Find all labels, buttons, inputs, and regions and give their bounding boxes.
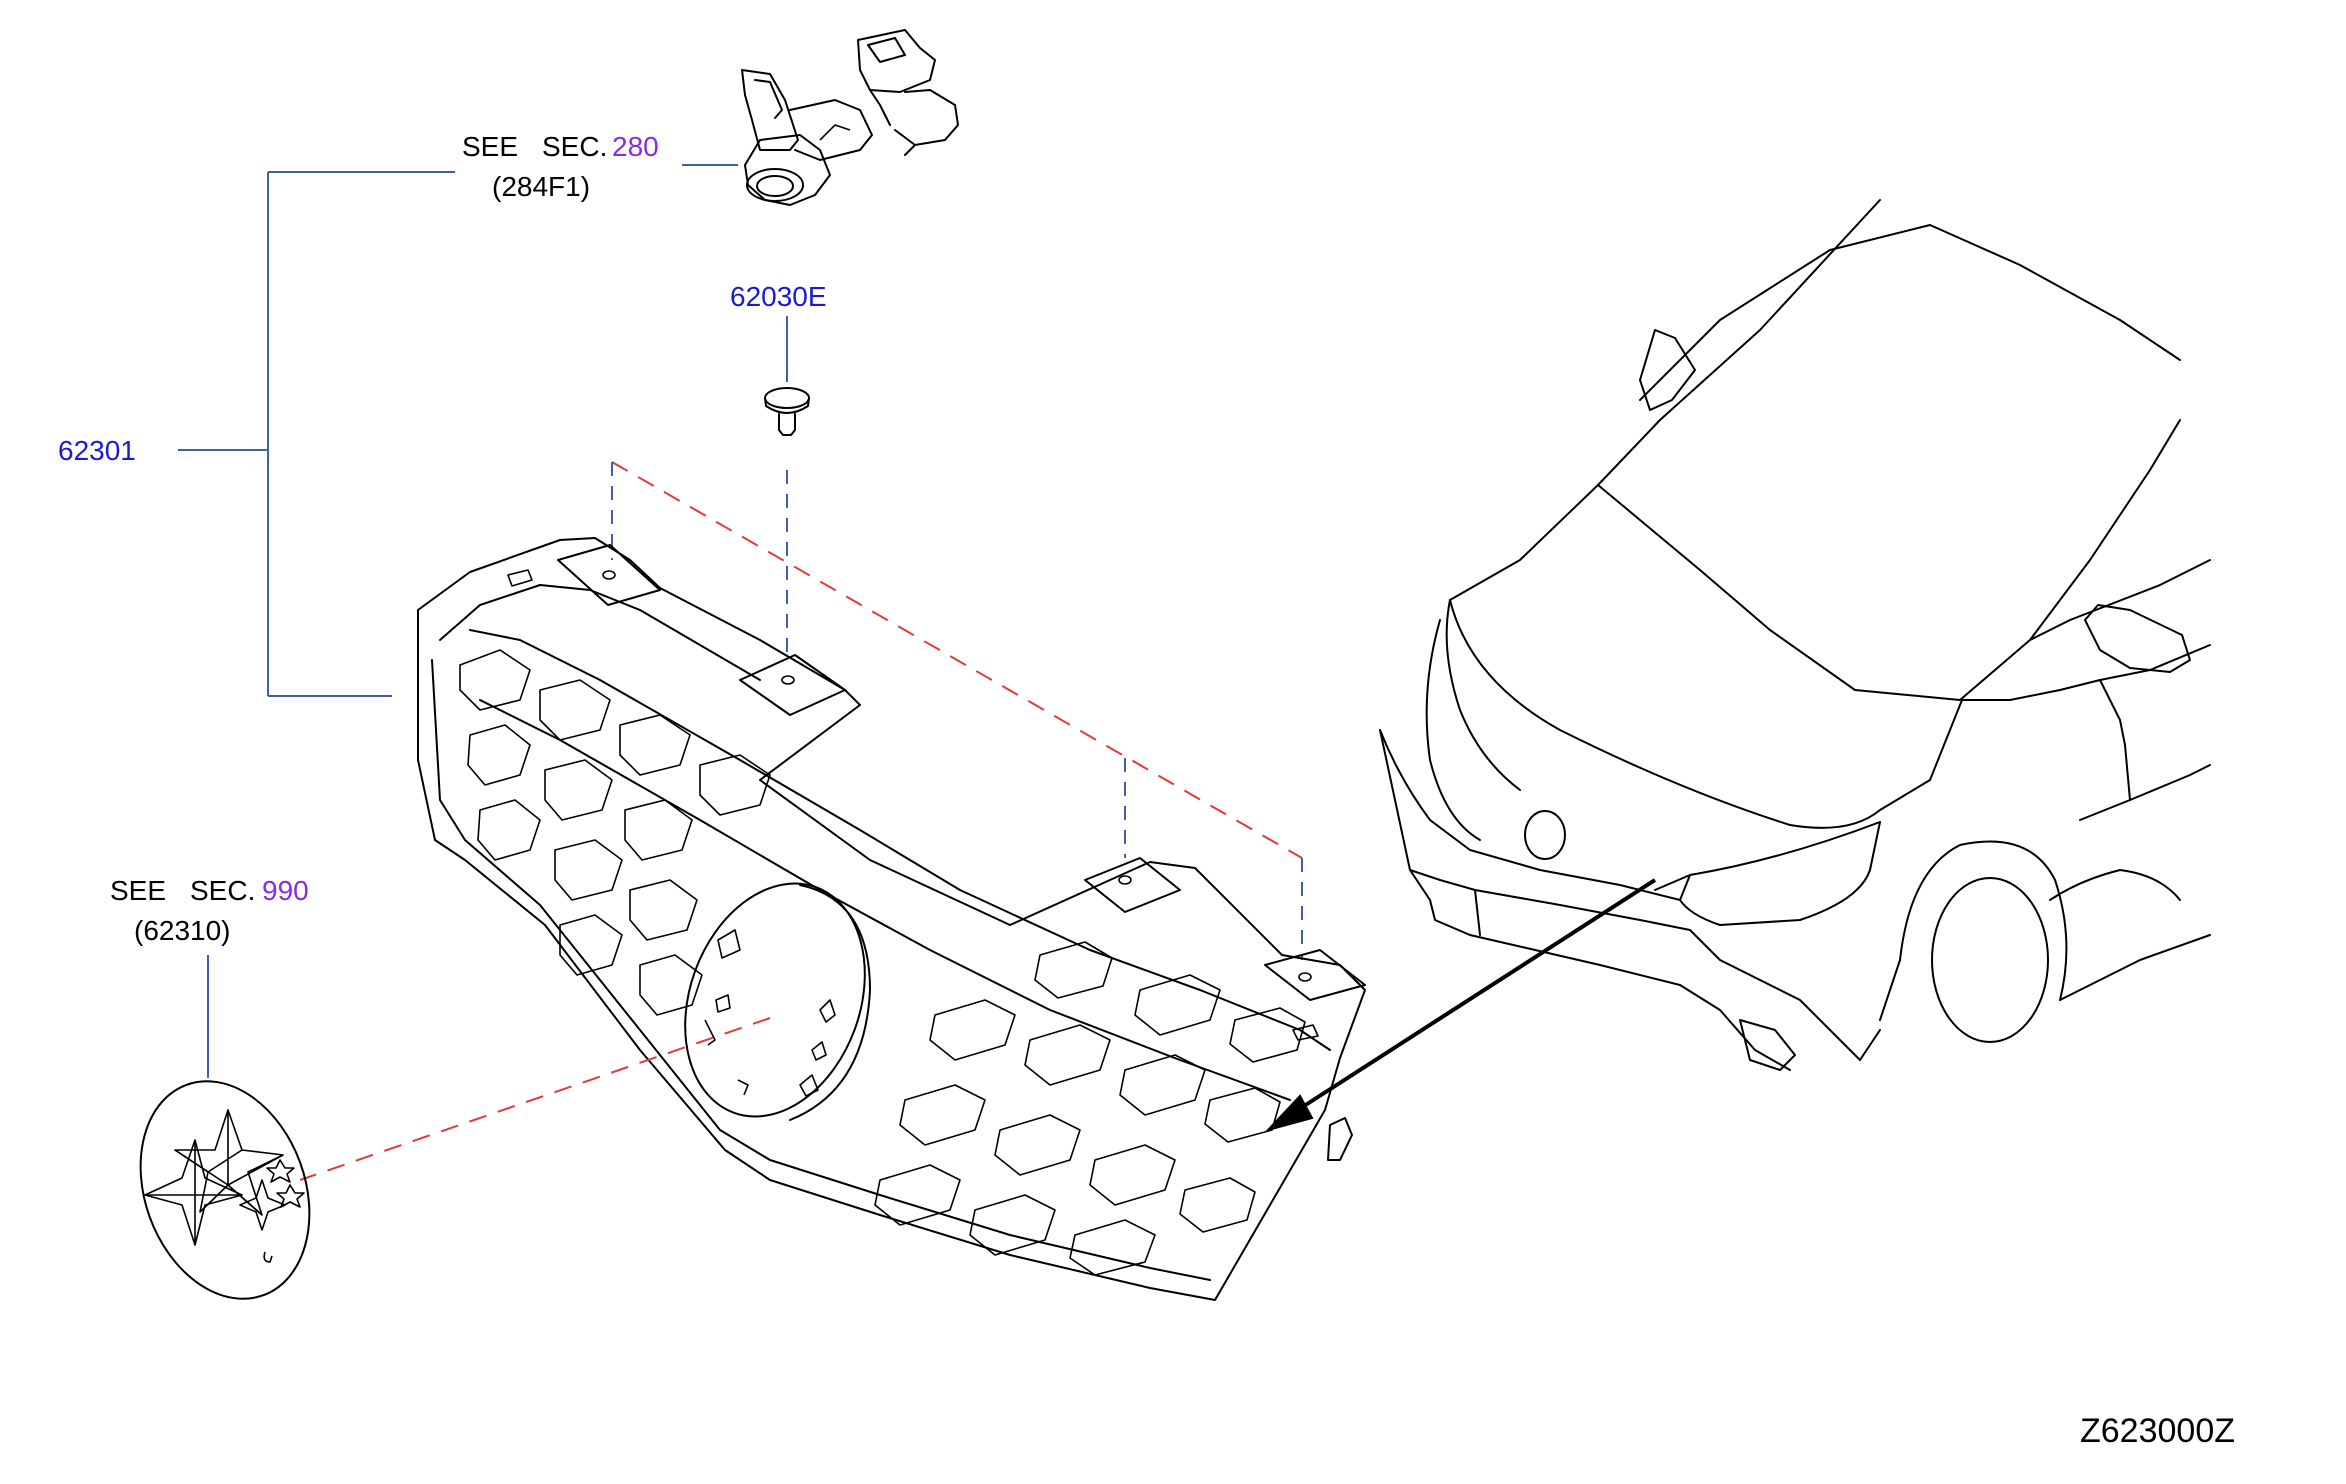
clip-part[interactable] — [764, 387, 810, 436]
diagram-id: Z623000Z — [2080, 1412, 2235, 1450]
emblem-sec-text: SEC. — [190, 875, 255, 906]
grille-top-alignment — [611, 461, 1303, 859]
emblem-sec-link[interactable]: 990 — [262, 875, 309, 906]
camera-part-number: (284F1) — [492, 171, 590, 202]
grille-mesh — [459, 649, 1306, 1276]
clip-part-link[interactable]: 62030E — [730, 281, 827, 312]
vehicle-outline — [1379, 199, 2211, 1071]
mounting-tab-mid-left — [739, 654, 846, 716]
mounting-tab-mid-right — [1084, 857, 1181, 913]
camera-see-text: SEE — [462, 131, 518, 162]
front-camera-part[interactable] — [741, 29, 959, 206]
mounting-tab-right — [1264, 949, 1366, 1001]
location-arrow — [1264, 878, 1657, 1132]
emblem-see-text: SEE — [110, 875, 166, 906]
camera-sec-link[interactable]: 280 — [612, 131, 659, 162]
star-emblem-part[interactable] — [112, 1057, 339, 1322]
front-grille-part[interactable] — [417, 537, 1366, 1301]
emblem-alignment-line — [299, 1017, 771, 1181]
emblem-part-number: (62310) — [134, 915, 231, 946]
grille-part-link[interactable]: 62301 — [58, 435, 136, 466]
mounting-tab-left — [557, 544, 661, 606]
camera-sec-text: SEC. — [542, 131, 607, 162]
grille-bracket-leader — [178, 171, 455, 697]
